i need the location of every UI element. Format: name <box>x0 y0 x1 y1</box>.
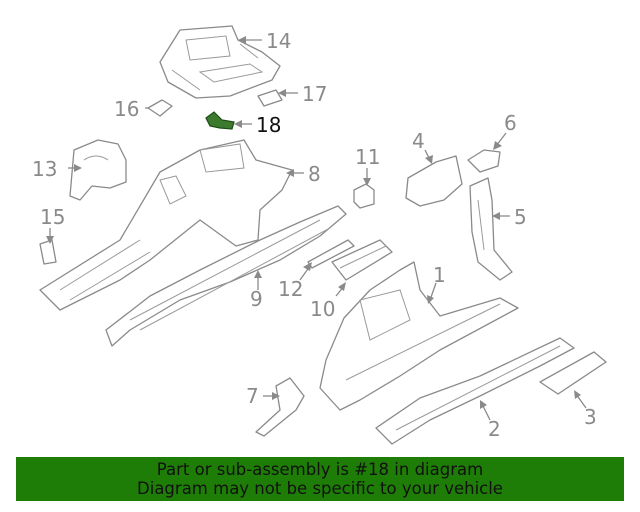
callout-4: 4 <box>412 129 425 153</box>
part-16-bracket <box>147 99 173 117</box>
callout-labels: 14 17 16 18 8 13 15 11 4 6 5 1 9 12 10 7… <box>32 29 597 441</box>
callout-13: 13 <box>32 157 57 181</box>
callout-17: 17 <box>302 82 327 106</box>
part-5-pillar <box>469 177 513 281</box>
callout-8: 8 <box>308 162 321 186</box>
part-11-block <box>353 183 375 209</box>
callout-16: 16 <box>114 97 139 121</box>
callout-18: 18 <box>256 113 281 137</box>
parts-diagram: 14 17 16 18 8 13 15 11 4 6 5 1 9 12 10 7… <box>32 25 607 445</box>
part-7-bracket <box>255 377 305 437</box>
part-2-rail <box>375 337 575 445</box>
callout-2: 2 <box>488 417 501 441</box>
callout-14: 14 <box>266 29 291 53</box>
part-10-reinforcement <box>331 239 393 281</box>
part-13-wheelhouse <box>69 139 127 201</box>
banner-line-1: Part or sub-assembly is #18 in diagram <box>156 460 484 479</box>
callout-15: 15 <box>40 205 65 229</box>
callout-1: 1 <box>433 263 446 287</box>
part-17-bracket <box>257 89 283 107</box>
callout-3: 3 <box>584 405 597 429</box>
part-3-plate <box>539 351 607 395</box>
banner-line-2: Diagram may not be specific to your vehi… <box>137 479 503 498</box>
callout-12: 12 <box>278 277 303 301</box>
callout-9: 9 <box>250 287 263 311</box>
part-1-rail-assembly <box>319 261 519 411</box>
part-9-rail <box>105 205 347 347</box>
leader-lines <box>46 36 587 421</box>
callout-7: 7 <box>246 384 259 408</box>
callout-10: 10 <box>310 297 335 321</box>
part-4-panel <box>405 155 463 207</box>
part-15-bracket <box>39 239 57 265</box>
part-14-floor-pan <box>159 25 281 99</box>
callout-5: 5 <box>514 205 527 229</box>
part-8-rail-assembly <box>39 139 293 311</box>
part-18-highlighted <box>205 111 235 130</box>
part-6-bracket <box>467 149 501 173</box>
callout-6: 6 <box>504 111 517 135</box>
notice-banner: Part or sub-assembly is #18 in diagram D… <box>16 457 624 501</box>
callout-11: 11 <box>355 145 380 169</box>
